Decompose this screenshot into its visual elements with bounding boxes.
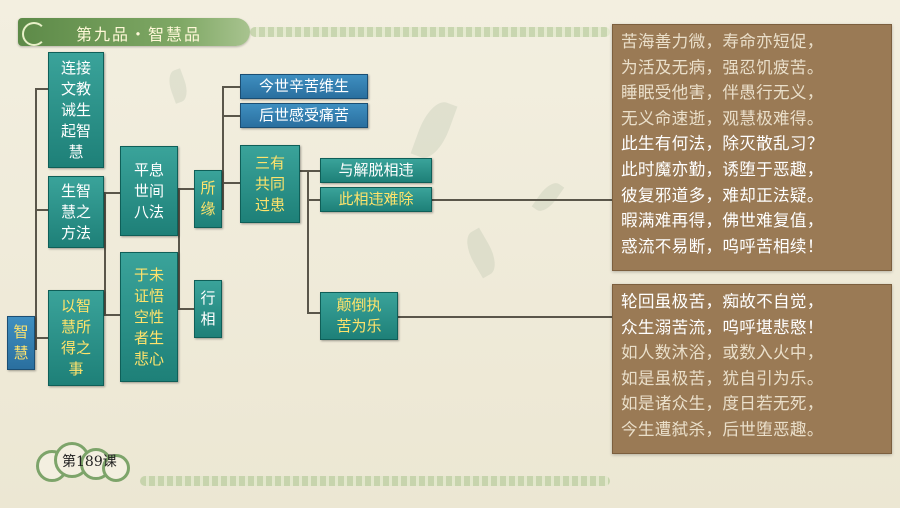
node-compassion: 于未 证悟 空性 者生 悲心 [120,252,178,382]
connector [222,86,224,210]
chapter-banner: 第九品・智慧品 [18,18,250,46]
connector [432,199,612,201]
connector [35,88,48,90]
connector [178,188,194,190]
node-inverted-grasping: 颠倒执 苦为乐 [320,292,398,340]
connector [222,182,240,184]
connector [307,170,309,314]
node-method: 生智 慧之 方法 [48,176,104,248]
node-results: 以智 慧所 得之 事 [48,290,104,386]
node-three-realms-faults: 三有 共同 过患 [240,145,300,223]
verse-line: 今生遭弑杀，后世堕恶趣。 [621,419,824,439]
node-calm-eight-dharmas: 平息 世间 八法 [120,146,178,236]
connector [222,115,240,117]
connector [222,86,240,88]
node-hard-to-remove: 此相违难除 [320,187,432,212]
connector [307,199,320,201]
chapter-title: 第九品・智慧品 [76,25,203,44]
node-connect-teaching: 连接 文教 诫生 起智 慧 [48,52,104,168]
verse-line: 轮回虽极苦，痴故不自觉， [621,292,824,311]
verse-line: 此时魔亦勤，诱堕于恶趣， [621,159,824,179]
connector [104,192,120,194]
verse-line: 暇满难再得，佛世难复值， [621,211,824,231]
verse-line: 无义命速逝，观慧极难得。 [621,108,824,128]
verse-line: 惑流不易断，呜呼苦相续！ [621,236,824,256]
verse-line: 众生溺苦流，呜呼堪悲愍！ [621,317,824,337]
swirl-icon [22,22,46,46]
node-wisdom-root: 智 慧 [7,316,35,370]
leaf-decoration [459,227,503,279]
connector [104,314,120,316]
connector [35,209,48,211]
cloud-ornament [36,440,146,482]
connector [300,170,320,172]
connector [35,337,48,339]
verse-lines: 轮回虽极苦，痴故不自觉， 众生溺苦流，呜呼堪悲愍！ 如人数沐浴，或数入火中， 如是虽极… [621,289,883,443]
verse-line: 如是诸众生，度日若无死， [621,394,824,414]
node-object: 所 缘 [194,170,222,228]
connector [307,312,320,314]
verse-panel-top: 苦海善力微，寿命亦短促， 为活及无病，强忍饥疲苦。睡眠受他害，伴愚行无义， 无义命速… [612,24,892,271]
node-contrary-liberation: 与解脱相违 [320,158,432,183]
leaf-decoration [165,68,191,104]
verse-line: 此生有何法，除灭散乱习？ [621,134,824,154]
lesson-number: 第189课 [62,454,117,470]
verse-line: 睡眠受他害，伴愚行无义， [621,83,824,103]
leaf-decoration [531,178,565,216]
decorative-rule [140,476,610,486]
verse-line: 彼复邪道多，难却正法疑。 [621,185,824,205]
verse-line: 如是虽极苦，犹自引为乐。 [621,368,824,388]
node-aspect: 行 相 [194,280,222,338]
node-next-life-suffering: 后世感受痛苦 [240,103,368,128]
verse-line: 为活及无病，强忍饥疲苦。 [621,57,824,77]
verse-line: 苦海善力微，寿命亦短促， [621,32,824,51]
verse-line: 如人数沐浴，或数入火中， [621,343,824,363]
node-this-life-hardship: 今世辛苦维生 [240,74,368,99]
leaf-decoration [410,97,458,163]
connector [178,308,194,310]
verse-panel-bottom: 轮回虽极苦，痴故不自觉， 众生溺苦流，呜呼堪悲愍！ 如人数沐浴，或数入火中， 如是虽极… [612,284,892,454]
connector [178,188,180,310]
verse-lines: 苦海善力微，寿命亦短促， 为活及无病，强忍饥疲苦。睡眠受他害，伴愚行无义， 无义命速… [621,29,883,259]
connector [35,88,37,350]
decorative-rule [250,27,610,37]
connector [104,192,106,316]
connector [398,316,612,318]
